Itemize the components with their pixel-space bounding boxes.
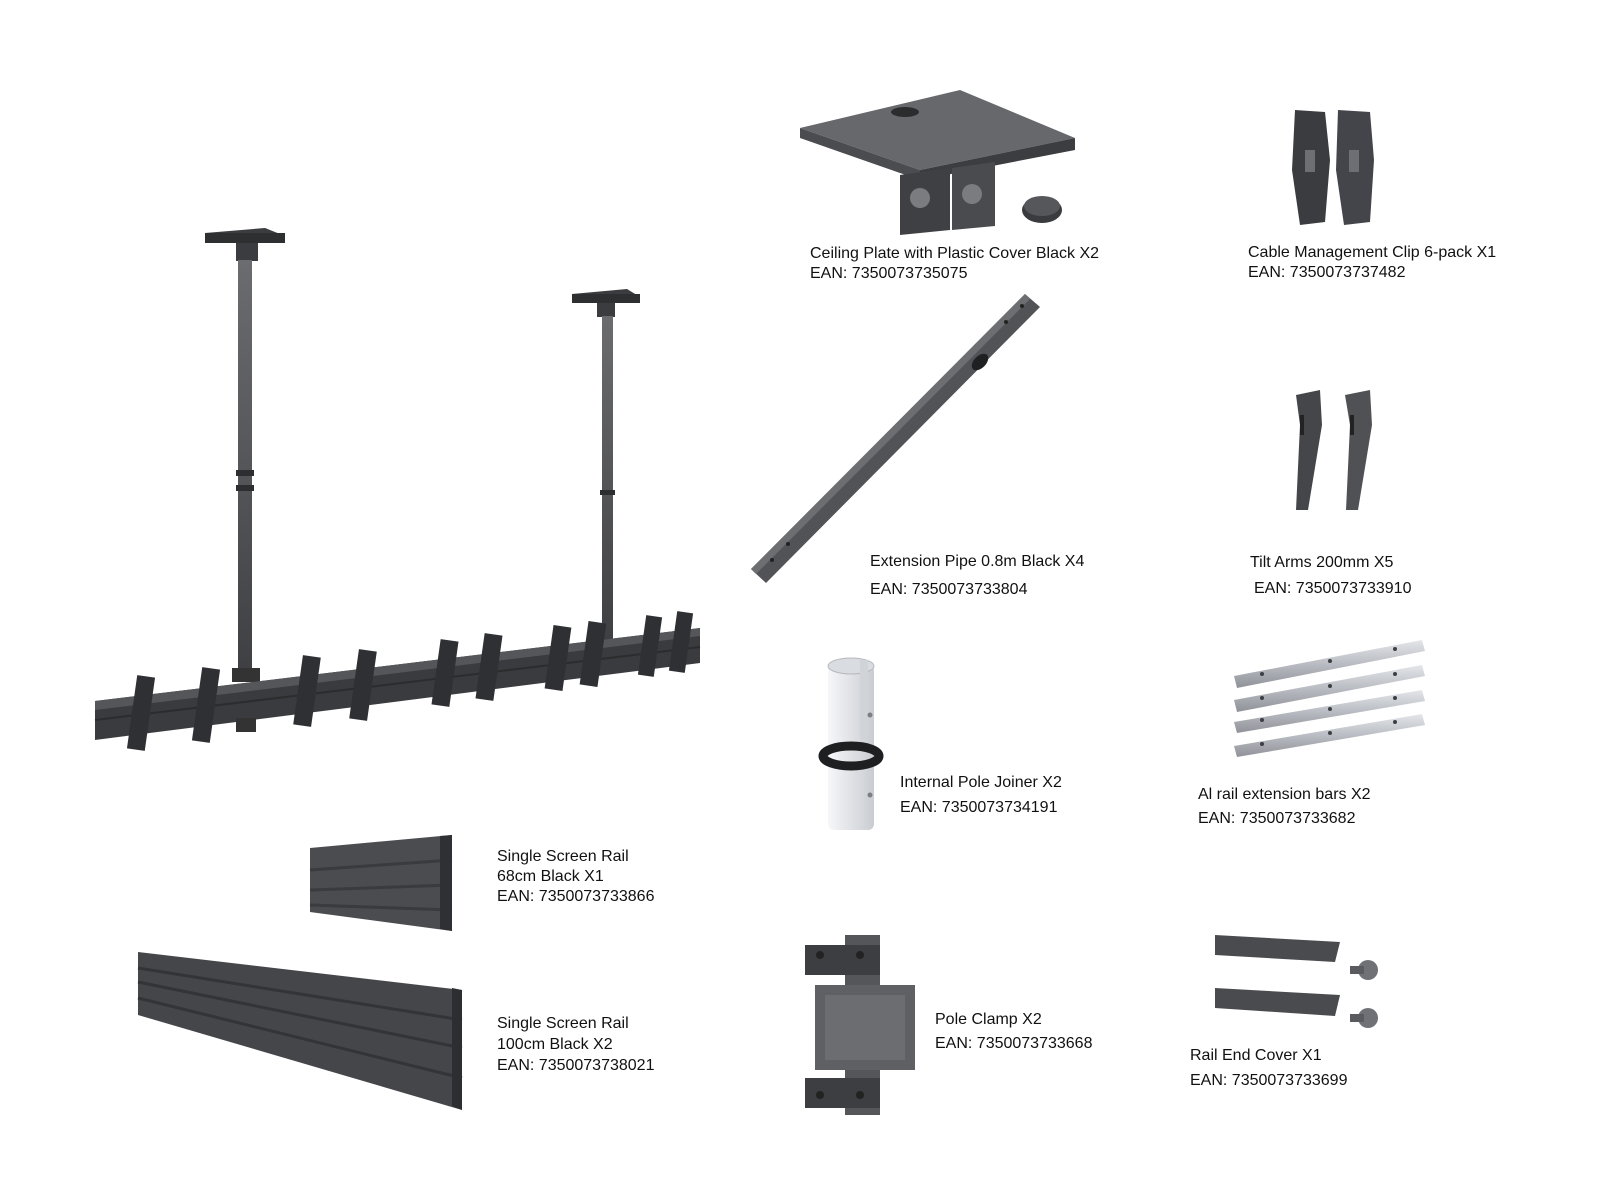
part-ean: EAN: 7350073737482 <box>1248 264 1406 281</box>
part-ean: EAN: 7350073734191 <box>900 799 1058 816</box>
part-name: Ceiling Plate with Plastic Cover Black X… <box>810 245 1100 262</box>
assembled-mount-image <box>94 228 701 751</box>
part-name: Al rail extension bars X2 <box>1198 786 1371 803</box>
part-size: 100cm Black X2 <box>497 1036 613 1053</box>
tilt-arms-image <box>1296 390 1372 510</box>
part-size: 68cm Black X1 <box>497 868 604 885</box>
part-name: Rail End Cover X1 <box>1190 1047 1322 1064</box>
extension-pipe-image <box>751 294 1040 583</box>
extension-pipe-label: Extension Pipe 0.8m Black X4 EAN: 735007… <box>870 548 1084 604</box>
al-rail-label: Al rail extension bars X2 EAN: 735007373… <box>1198 783 1371 831</box>
part-ean: EAN: 7350073733804 <box>870 581 1028 598</box>
ceiling-plate-label: Ceiling Plate with Plastic Cover Black X… <box>810 244 1099 284</box>
part-name: Internal Pole Joiner X2 <box>900 774 1062 791</box>
pole-clamp-image <box>805 935 915 1115</box>
part-name: Single Screen Rail <box>497 1015 629 1032</box>
tilt-arms-label: Tilt Arms 200mm X5 EAN: 7350073733910 <box>1250 550 1411 602</box>
part-name: Tilt Arms 200mm X5 <box>1250 554 1394 571</box>
part-ean: EAN: 7350073733668 <box>935 1035 1093 1052</box>
part-name: Cable Management Clip 6-pack X1 <box>1248 244 1497 261</box>
part-ean: EAN: 7350073733866 <box>497 888 655 905</box>
rail-68cm-image <box>309 835 453 931</box>
part-name: Extension Pipe 0.8m Black X4 <box>870 553 1085 570</box>
part-ean: EAN: 7350073733699 <box>1190 1072 1348 1089</box>
part-name: Pole Clamp X2 <box>935 1011 1042 1028</box>
rail-68cm-label: Single Screen Rail 68cm Black X1 EAN: 73… <box>497 847 654 907</box>
part-ean: EAN: 7350073733682 <box>1198 810 1356 827</box>
part-ean: EAN: 7350073738021 <box>497 1057 655 1074</box>
rail-end-cover-label: Rail End Cover X1 EAN: 7350073733699 <box>1190 1043 1347 1093</box>
part-ean: EAN: 7350073733910 <box>1254 580 1412 597</box>
part-ean: EAN: 7350073735075 <box>810 265 968 282</box>
rail-100cm-label: Single Screen Rail 100cm Black X2 EAN: 7… <box>497 1013 654 1076</box>
ceiling-plate-image <box>800 90 1075 235</box>
al-rail-image <box>1234 640 1425 757</box>
part-name: Single Screen Rail <box>497 848 629 865</box>
pole-clamp-label: Pole Clamp X2 EAN: 7350073733668 <box>935 1008 1092 1056</box>
pole-joiner-image <box>818 657 884 830</box>
pole-joiner-label: Internal Pole Joiner X2 EAN: 73500737341… <box>900 770 1062 820</box>
rail-end-cover-image <box>1215 935 1378 1028</box>
rail-100cm-image <box>137 952 463 1110</box>
cable-clip-image <box>1292 110 1374 225</box>
cable-clip-label: Cable Management Clip 6-pack X1 EAN: 735… <box>1248 243 1496 283</box>
